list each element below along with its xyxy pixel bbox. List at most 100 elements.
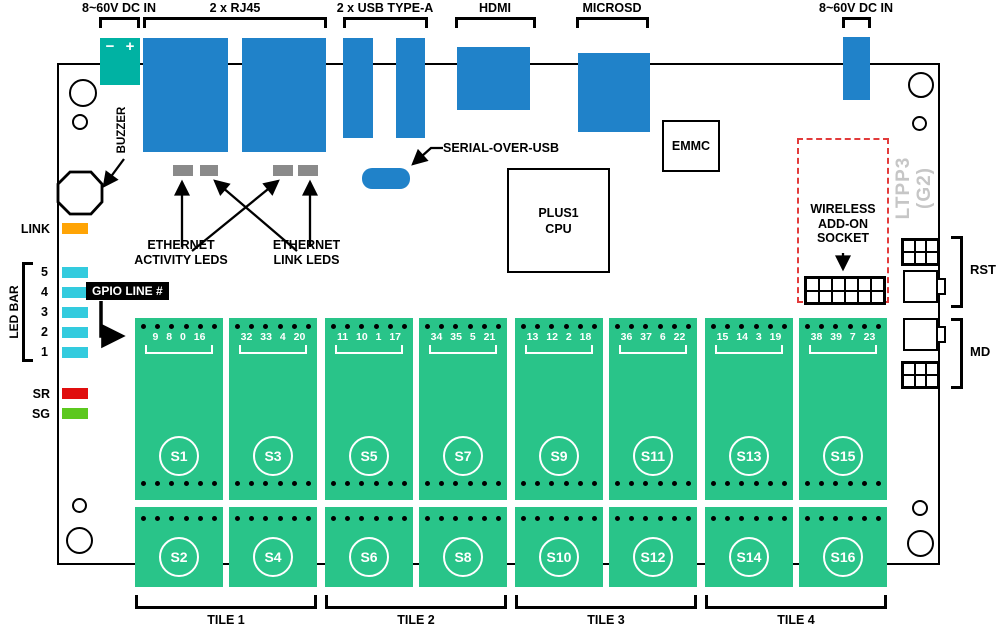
- pin-dots-row: [711, 323, 787, 329]
- sg-label: SG: [31, 407, 50, 421]
- pin-dot: [861, 480, 867, 486]
- slot-label-s2: S2: [159, 537, 199, 577]
- mounting-hole: [69, 79, 97, 107]
- pin-dot: [373, 480, 379, 486]
- pin-dot: [141, 323, 146, 329]
- pin-dot: [819, 480, 825, 486]
- socket-slot-s4: S4: [229, 507, 317, 587]
- serial-over-usb-connector: [362, 168, 410, 189]
- sr-label: SR: [32, 387, 50, 401]
- pin-dot: [739, 323, 745, 329]
- dc-power-terminal: − +: [100, 38, 140, 85]
- pin-dots-row: [521, 515, 597, 521]
- pin-dot: [345, 480, 351, 486]
- pin-dot: [263, 323, 269, 329]
- pin-dot: [711, 323, 716, 329]
- pin-header-cell: [926, 240, 938, 252]
- ethernet-activity-leds-label: ETHERNET ACTIVITY LEDS: [134, 238, 228, 267]
- pin-dots-row: [805, 480, 881, 486]
- led-bar-number-2: 2: [41, 325, 48, 339]
- pin-dot: [495, 480, 501, 486]
- bracket-dc-left: [99, 17, 140, 28]
- bracket-rj45: [143, 17, 327, 28]
- mounting-hole: [908, 72, 934, 98]
- pin-dot: [211, 480, 217, 486]
- pin-header-cell: [914, 363, 927, 375]
- pin-dot: [629, 323, 635, 329]
- pin-header-cell: [858, 290, 871, 303]
- pin-header-cell: [903, 252, 915, 264]
- pin-dot: [263, 480, 269, 486]
- mounting-hole: [72, 498, 87, 513]
- led-bar-led-5: [62, 267, 88, 278]
- led-bar-led-3: [62, 307, 88, 318]
- pin-dot: [615, 323, 620, 329]
- pin-dot: [875, 515, 881, 521]
- pin-dot: [277, 323, 283, 329]
- pin-dot: [615, 515, 620, 521]
- pin-dot: [401, 515, 407, 521]
- pin-dot: [753, 480, 759, 486]
- bracket-hdmi: [455, 17, 536, 28]
- pin-dots-row: [235, 323, 311, 329]
- pin-dot: [643, 515, 649, 521]
- pin-dot: [331, 323, 336, 329]
- gpio-numbers-bracket: [809, 345, 877, 354]
- tile-label-1: TILE 1: [207, 613, 245, 627]
- pin-dot: [767, 480, 773, 486]
- wireless-addon-label: WIRELESS ADD-ON SOCKET: [810, 202, 876, 245]
- pin-dots-row: [615, 515, 691, 521]
- bracket-microsd: [576, 17, 649, 28]
- pin-dot: [781, 480, 787, 486]
- pin-dot: [671, 323, 677, 329]
- pin-dot: [549, 480, 555, 486]
- pin-dots-row: [235, 515, 311, 521]
- socket-slot-s2: S2: [135, 507, 223, 587]
- pin-dot: [833, 323, 839, 329]
- pin-dots-row: [521, 323, 597, 329]
- pin-dot: [847, 480, 853, 486]
- ethernet-link-led-1: [200, 165, 218, 176]
- md-jumper-header: [901, 361, 940, 389]
- pin-dot: [861, 323, 867, 329]
- label-usb: 2 x USB TYPE-A: [336, 1, 434, 15]
- pin-dots-row: [425, 480, 501, 486]
- pin-dot: [819, 323, 825, 329]
- pin-dot: [591, 515, 597, 521]
- pin-dot: [359, 480, 365, 486]
- pin-dot: [331, 480, 336, 486]
- terminal-minus-label: −: [105, 38, 115, 55]
- pin-dot: [277, 515, 283, 521]
- label-hdmi: HDMI: [479, 1, 511, 15]
- pin-dot: [535, 323, 541, 329]
- pin-dot: [439, 480, 445, 486]
- pin-dot: [249, 323, 255, 329]
- dc-power-connector-right: [843, 37, 870, 100]
- pin-dot: [373, 323, 379, 329]
- socket-slot-s16: S16: [799, 507, 887, 587]
- label-microsd: MICROSD: [582, 1, 642, 15]
- label-dc-left: 8~60V DC IN: [82, 1, 156, 15]
- pin-dot: [345, 323, 351, 329]
- gpio-line-numbers: 36 37 6 22: [620, 331, 686, 343]
- pin-dot: [685, 515, 691, 521]
- slot-label-s9: S9: [539, 436, 579, 476]
- rst-label: RST: [970, 262, 996, 277]
- pin-dots-row: [331, 323, 407, 329]
- slot-label-s3: S3: [253, 436, 293, 476]
- gpio-line-numbers: 32 33 4 20: [240, 331, 306, 343]
- pin-dot: [725, 515, 731, 521]
- gpio-numbers-bracket: [715, 345, 783, 354]
- pin-dot: [359, 515, 365, 521]
- gpio-numbers-bracket: [619, 345, 687, 354]
- pin-dot: [401, 323, 407, 329]
- pin-dot: [305, 323, 311, 329]
- led-bar-label: LED BAR: [7, 285, 21, 339]
- pin-header-cell: [903, 363, 915, 375]
- link-label: LINK: [20, 222, 50, 236]
- pin-dot: [387, 480, 393, 486]
